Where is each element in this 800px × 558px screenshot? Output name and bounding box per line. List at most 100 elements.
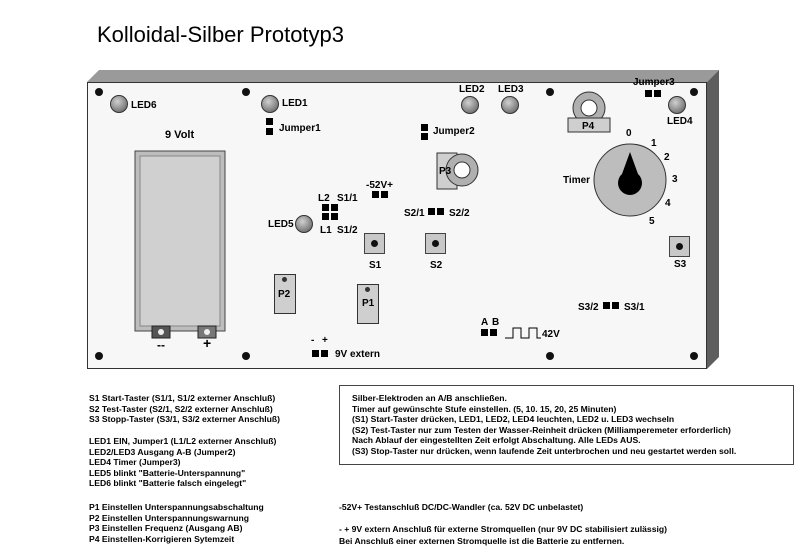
legend-line: LED4 Timer (Jumper3) [89, 457, 181, 468]
p2-potentiometer[interactable] [274, 274, 296, 314]
battery [134, 150, 226, 339]
s3-1-label: S3/1 [624, 302, 645, 313]
timer-rotary-switch[interactable] [590, 140, 670, 220]
jumper1-pad [266, 128, 273, 135]
s2-1-label: S2/1 [404, 208, 425, 219]
jumper2-pad [421, 133, 428, 140]
led3 [501, 96, 519, 114]
s1-2-pad [331, 213, 338, 220]
test-pad [372, 191, 379, 198]
legend-line: LED2/LED3 Ausgang A-B (Jumper2) [89, 446, 236, 457]
s1-2-label: S1/2 [337, 225, 358, 236]
output-a-pad [481, 329, 488, 336]
timer-step-5: 5 [649, 216, 655, 227]
timer-step-3: 3 [672, 174, 678, 185]
square-wave-icon [505, 327, 541, 339]
battery-note: Bei Anschluß einer externen Stromquelle … [339, 536, 625, 546]
mount-hole [95, 352, 103, 360]
l2-label: L2 [318, 193, 330, 204]
jumper1-pad [266, 118, 273, 125]
legend-line: S2 Test-Taster (S2/1, S2/2 externer Ansc… [89, 403, 273, 414]
p3-potentiometer[interactable] [436, 152, 486, 190]
p4-label: P4 [582, 121, 595, 132]
s2-2-pad [437, 208, 444, 215]
legend-line: P3 Einstellen Frequenz (Ausgang AB) [89, 523, 243, 534]
legend-line: P4 Einstellen-Korrigieren Sytemzeit [89, 533, 235, 544]
s2-test-button[interactable] [425, 233, 446, 254]
legend-line: P1 Einstellen Unterspannungsabschaltung [89, 502, 264, 512]
instruction-line: Silber-Elektroden an A/B anschließen. [352, 393, 507, 403]
legend-leds: LED1 EIN, Jumper1 (L1/L2 externer Anschl… [89, 436, 276, 489]
legend-line: LED1 EIN, Jumper1 (L1/L2 externer Anschl… [89, 436, 277, 446]
mount-hole [546, 352, 554, 360]
timer-step-0: 0 [626, 128, 632, 139]
l1-label: L1 [320, 225, 332, 236]
page-title: Kolloidal-Silber Prototyp3 [97, 22, 345, 47]
mount-hole [546, 88, 554, 96]
instruction-line: Nach Ablauf der eingestellten Zeit erfol… [352, 435, 641, 446]
s3-2-label: S3/2 [578, 302, 599, 313]
timer-step-2: 2 [664, 152, 670, 163]
ext-plus-pad [321, 350, 328, 357]
legend-line: P2 Einstellen Unterspannungswarnung [89, 512, 249, 523]
led1-label: LED1 [282, 98, 308, 109]
instruction-line: Timer auf gewünschte Stufe einstellen. (… [352, 403, 617, 414]
s3-1-pad [612, 302, 619, 309]
board-shadow [87, 70, 719, 369]
jumper2-pad [421, 124, 428, 131]
battery-label: 9 Volt [165, 129, 195, 141]
jumper1-label: Jumper1 [279, 123, 321, 134]
test-pad [381, 191, 388, 198]
test-note: -52V+ Testanschluß DC/DC-Wandler (ca. 52… [339, 502, 584, 512]
p2-label: P2 [278, 289, 291, 300]
jumper3-label: Jumper3 [633, 77, 675, 88]
instructions-text: Silber-Elektroden an A/B anschließen. Ti… [352, 393, 736, 457]
timer-label: Timer [563, 175, 591, 186]
s2-label: S2 [430, 260, 443, 271]
timer-step-1: 1 [651, 138, 657, 149]
l1-pad [322, 213, 329, 220]
jumper2-label: Jumper2 [433, 126, 475, 137]
led2-label: LED2 [459, 84, 485, 95]
led1 [261, 95, 279, 113]
legend-switches: S1 Start-Taster (S1/1, S1/2 externer Ans… [89, 393, 280, 425]
battery-plus: + [203, 335, 212, 351]
test-connector-label: -52V+ [366, 180, 393, 191]
battery-minus: -- [157, 338, 165, 352]
p2-trim-icon [282, 277, 287, 282]
s1-start-button[interactable] [364, 233, 385, 254]
p1-potentiometer[interactable] [357, 284, 379, 324]
ext-plus-label: + [322, 335, 328, 346]
jumper3-pad [654, 90, 661, 97]
led5-label: LED5 [268, 219, 294, 230]
led2 [461, 96, 479, 114]
timer-step-4: 4 [665, 198, 671, 209]
led5 [295, 215, 313, 233]
s3-label: S3 [674, 259, 687, 270]
output-a-label: A [481, 317, 489, 328]
p3-label: P3 [439, 166, 452, 177]
legend-pots: P1 Einstellen Unterspannungsabschaltung … [89, 502, 264, 544]
ext-note: - + 9V extern Anschluß für externe Strom… [339, 524, 667, 534]
ext-label: 9V extern [335, 349, 381, 360]
ext-minus-label: - [311, 335, 315, 346]
s1-1-pad [331, 204, 338, 211]
mount-hole [242, 88, 250, 96]
mount-hole [242, 352, 250, 360]
s2-2-label: S2/2 [449, 208, 470, 219]
mount-hole [690, 88, 698, 96]
led6-label: LED6 [131, 100, 157, 111]
led6 [110, 95, 128, 113]
output-b-pad [490, 329, 497, 336]
p1-label: P1 [362, 298, 375, 309]
output-voltage-label: 42V [542, 329, 560, 340]
s3-stop-button[interactable] [669, 236, 690, 257]
mount-hole [95, 88, 103, 96]
led4-label: LED4 [667, 116, 693, 127]
instruction-line: (S2) Test-Taster nur zum Testen der Wass… [352, 424, 731, 435]
s1-label: S1 [369, 260, 382, 271]
instruction-line: (S3) Stop-Taster nur drücken, wenn laufe… [352, 445, 737, 456]
output-b-label: B [492, 317, 500, 328]
instructions-box [339, 385, 794, 465]
p4-potentiometer[interactable] [564, 90, 614, 134]
